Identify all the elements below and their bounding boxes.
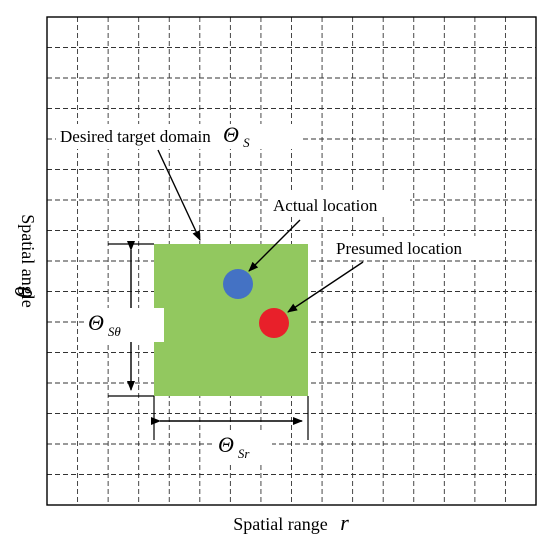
theta-label-background [84, 308, 164, 342]
x-axis-symbol: r [340, 510, 349, 535]
domain-arrow [157, 149, 201, 241]
theta-dimension-symbol: Θ [88, 310, 104, 335]
range-dimension-symbol: Θ [218, 432, 234, 457]
actual-location-label: Actual location [273, 196, 378, 215]
theta-dimension-subscript: Sθ [108, 324, 122, 339]
domain-annotation: Desired target domain Θ S [56, 122, 303, 150]
svg-text:Desired target domain Θ: Desired target domain Θ S [60, 122, 250, 150]
presumed-location-arrow [287, 261, 364, 313]
actual-location-arrow [248, 219, 301, 272]
plot-frame [46, 16, 537, 506]
presumed-label-background [332, 236, 500, 260]
y-axis-label: Spatial angle [18, 214, 38, 307]
y-axis-symbol: θ [9, 286, 35, 298]
range-label-background [214, 430, 272, 464]
domain-label: Desired target domain [60, 127, 211, 146]
presumed-location-point [259, 308, 289, 338]
x-axis-label: Spatial range [233, 514, 327, 534]
domain-symbol: Θ [223, 122, 239, 147]
domain-symbol-subscript: S [243, 135, 250, 150]
svg-text:Θ Sθ: Θ Sθ [88, 310, 121, 339]
presumed-location-annotation: Presumed location [332, 236, 500, 260]
actual-location-annotation: Actual location [270, 193, 410, 217]
domain-label-background [56, 124, 303, 149]
actual-location-point [223, 269, 253, 299]
range-dimension-subscript: Sr [238, 446, 251, 461]
x-axis-title: Spatial range r [233, 510, 349, 535]
theta-dimension: Θ Sθ [84, 241, 164, 397]
actual-label-background [270, 193, 410, 217]
presumed-location-label: Presumed location [336, 239, 463, 258]
range-dimension: Θ Sr [151, 396, 309, 464]
svg-text:Θ Sr: Θ Sr [218, 432, 250, 461]
y-axis-title: Spatial angle [18, 214, 38, 307]
